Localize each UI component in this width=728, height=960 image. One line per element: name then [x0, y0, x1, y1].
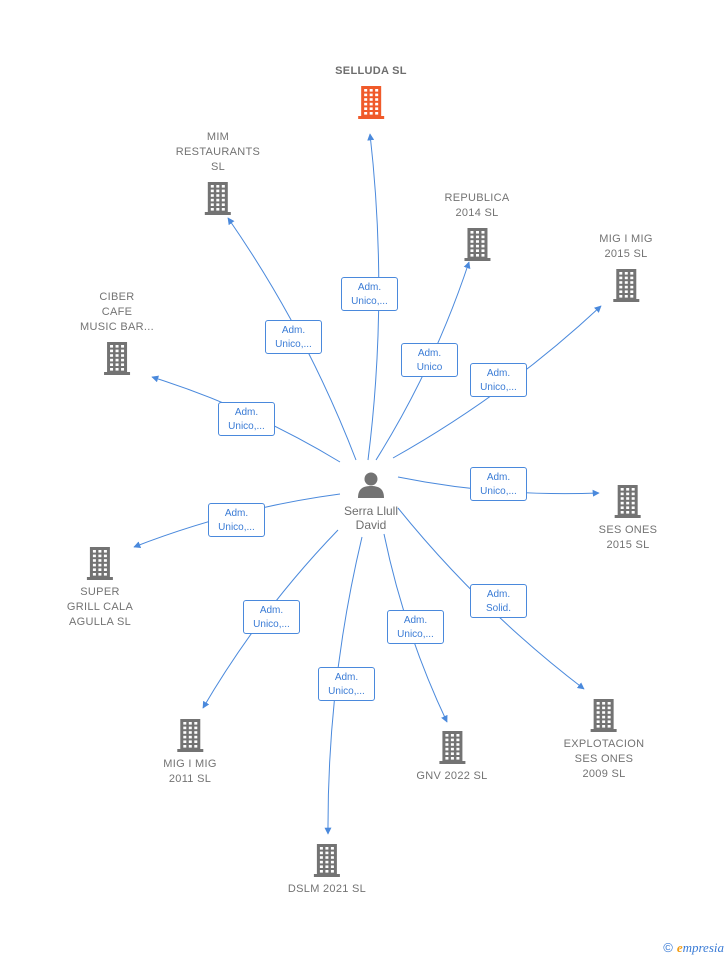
company-node-super-grill[interactable]: SUPER GRILL CALA AGULLA SL [67, 546, 133, 630]
company-node-ses-ones-2015[interactable]: SES ONES 2015 SL [599, 484, 658, 553]
brand-name: mpresia [682, 940, 724, 955]
person-icon [358, 472, 384, 498]
company-node-mim-restaurants[interactable]: MIM RESTAURANTS SL [176, 130, 260, 215]
building-icon [439, 731, 465, 764]
edge-label-mig-i-mig-2011[interactable]: Adm. Unico,... [243, 600, 300, 634]
company-node-ciber-cafe[interactable]: CIBER CAFE MUSIC BAR... [80, 290, 154, 375]
center-person[interactable]: Serra Llull David [344, 470, 398, 532]
edge-label-republica-2014[interactable]: Adm. Unico [401, 343, 458, 377]
company-name: SUPER GRILL CALA AGULLA SL [66, 586, 134, 628]
company-node-republica-2014[interactable]: REPUBLICA 2014 SL [444, 191, 509, 261]
company-name: EXPLOTACION SES ONES 2009 SL [563, 738, 645, 780]
company-name: SELLUDA SL [335, 65, 407, 77]
company-node-mig-i-mig-2011[interactable]: MIG I MIG 2011 SL [163, 718, 216, 787]
edge-label-selluda[interactable]: Adm. Unico,... [341, 277, 398, 311]
building-icon [103, 342, 130, 375]
edge-label-dslm-2021[interactable]: Adm. Unico,... [318, 667, 375, 701]
edge-label-super-grill[interactable]: Adm. Unico,... [208, 503, 265, 537]
brand-initial: e [676, 940, 683, 955]
company-node-explotacion-ses-ones[interactable]: EXPLOTACION SES ONES 2009 SL [564, 698, 645, 782]
edge-label-ses-ones-2015[interactable]: Adm. Unico,... [470, 467, 527, 501]
company-name: MIM RESTAURANTS SL [175, 131, 261, 173]
building-icon [358, 86, 384, 119]
company-node-gnv-2022[interactable]: GNV 2022 SL [416, 730, 487, 784]
company-name: DSLM 2021 SL [287, 883, 367, 895]
company-name: SES ONES 2015 SL [598, 524, 658, 551]
company-name: GNV 2022 SL [416, 770, 488, 782]
copyright-symbol: © [663, 940, 673, 955]
company-name: MIG I MIG 2011 SL [163, 758, 217, 785]
company-node-selluda[interactable]: SELLUDA SL [335, 64, 407, 119]
edge-label-explotacion-ses-ones[interactable]: Adm. Solid. [470, 584, 527, 618]
company-node-mig-i-mig-2015[interactable]: MIG I MIG 2015 SL [599, 232, 652, 302]
building-icon [464, 228, 490, 261]
building-icon [313, 844, 340, 877]
company-name: REPUBLICA 2014 SL [444, 192, 510, 219]
company-name: MIG I MIG 2015 SL [599, 233, 653, 260]
edge-label-mig-i-mig-2015[interactable]: Adm. Unico,... [470, 363, 527, 397]
building-icon [612, 269, 639, 302]
brand-footer: ©empresia [663, 940, 724, 956]
edge-label-ciber-cafe[interactable]: Adm. Unico,... [218, 402, 275, 436]
company-name: CIBER CAFE MUSIC BAR... [80, 291, 154, 333]
edge-label-gnv-2022[interactable]: Adm. Unico,... [387, 610, 444, 644]
person-name: Serra Llull David [343, 504, 399, 532]
building-icon [176, 719, 203, 752]
building-icon [590, 699, 617, 732]
building-icon [614, 485, 641, 518]
building-icon [204, 182, 231, 215]
company-node-dslm-2021[interactable]: DSLM 2021 SL [288, 843, 366, 897]
building-icon [87, 547, 113, 580]
edge-label-mim-restaurants[interactable]: Adm. Unico,... [265, 320, 322, 354]
